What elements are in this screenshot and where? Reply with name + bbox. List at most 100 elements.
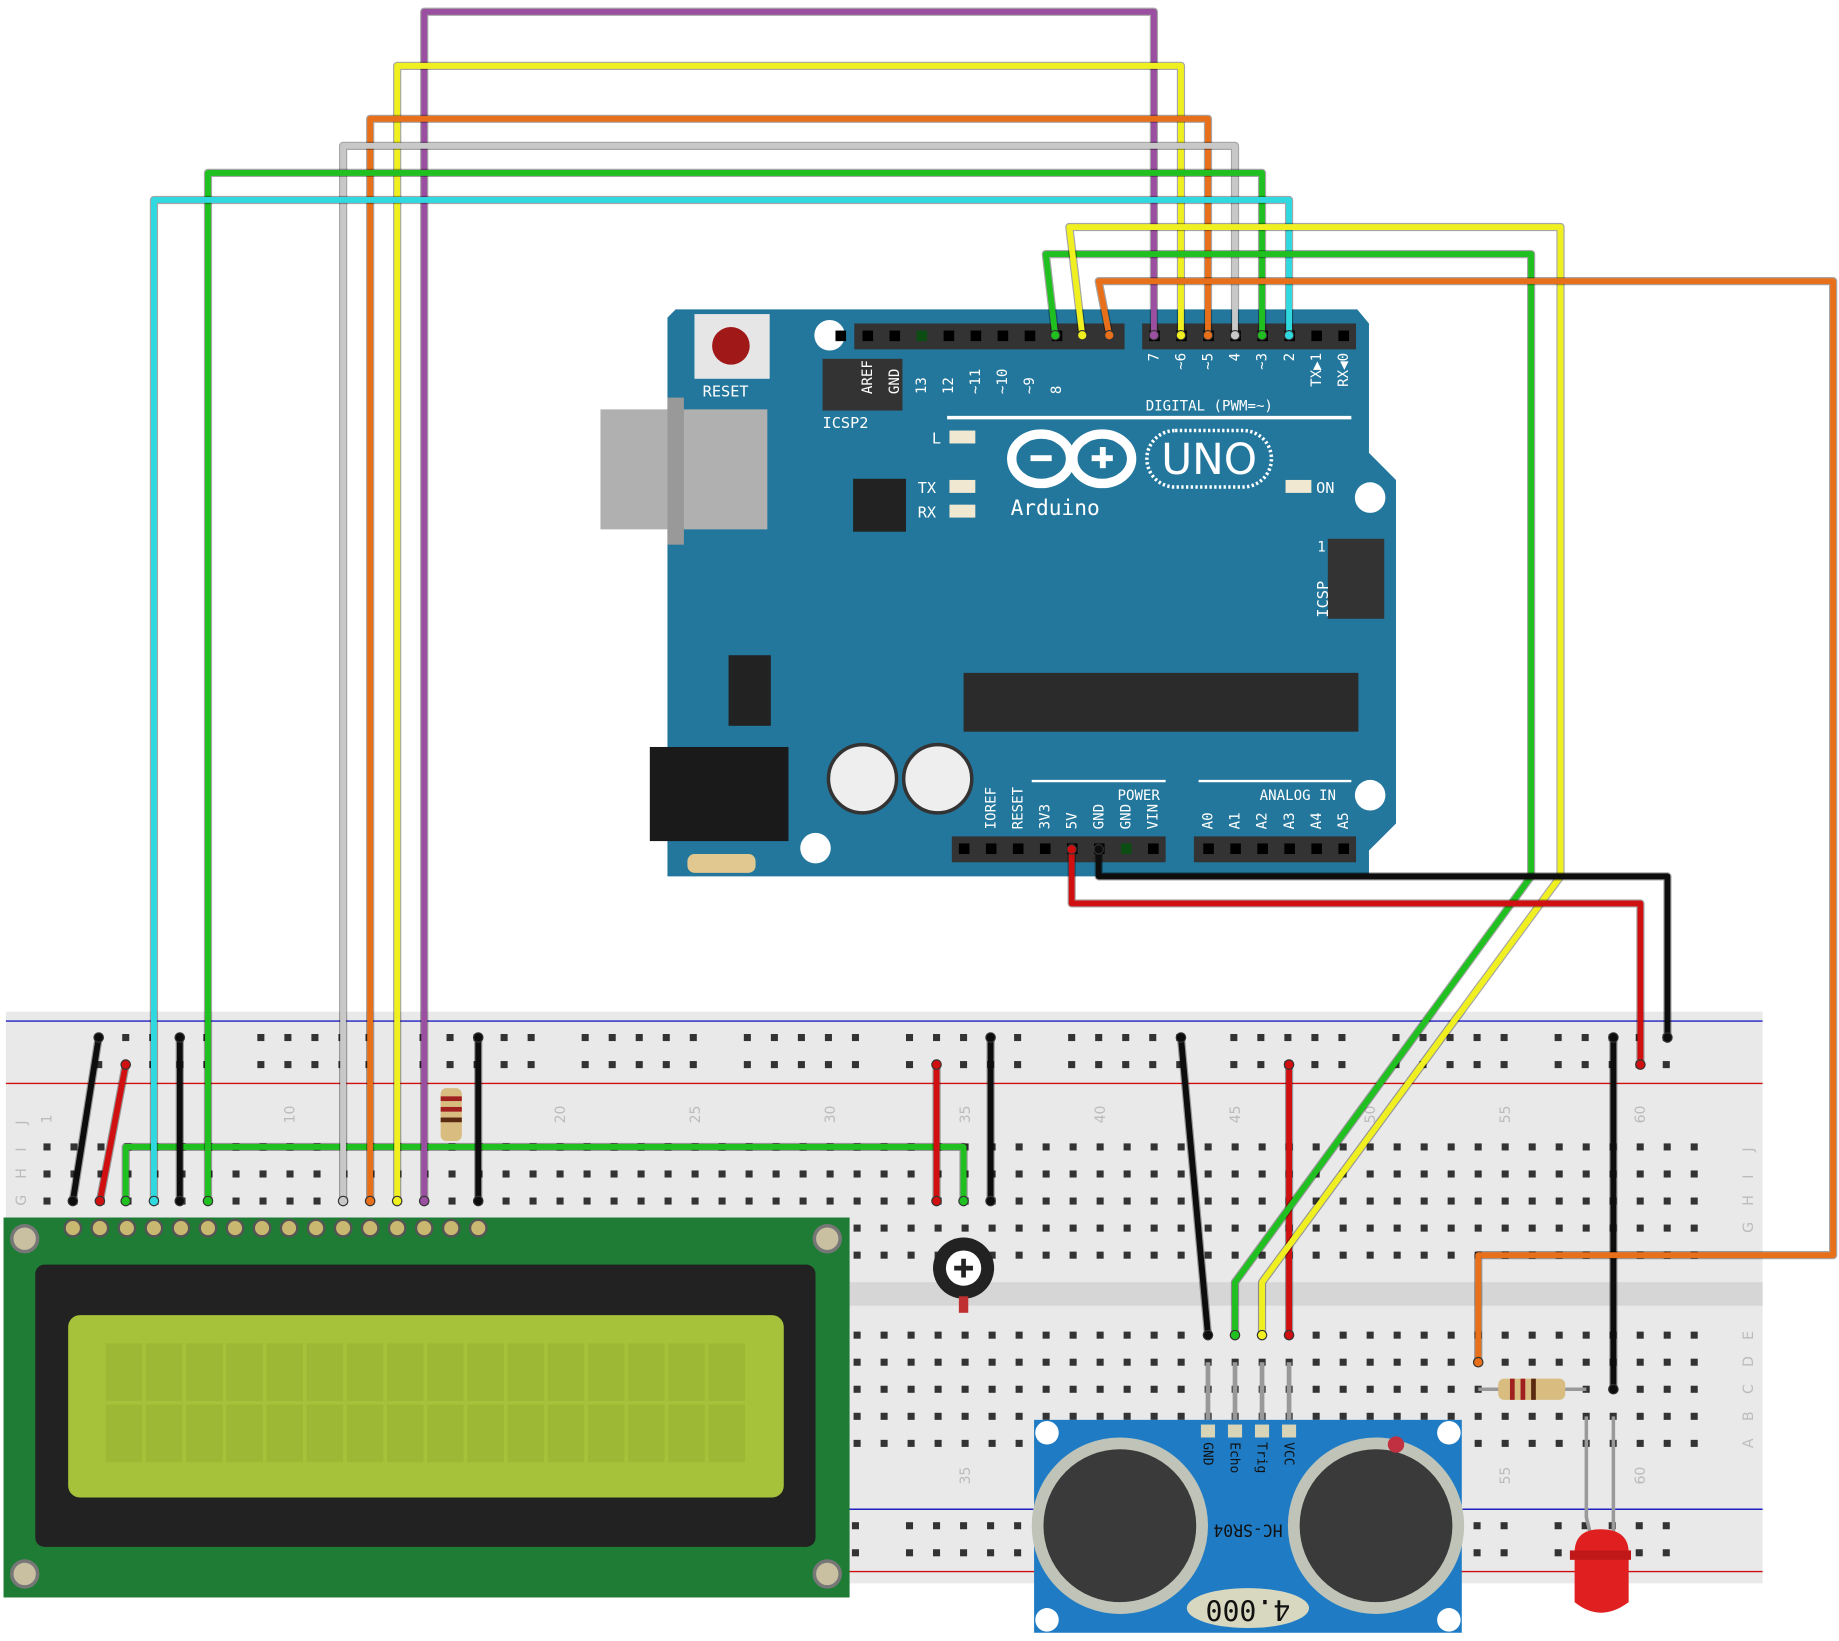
breadboard-hole bbox=[1231, 1170, 1239, 1178]
breadboard-hole bbox=[1069, 1197, 1077, 1205]
breadboard-hole bbox=[1555, 1170, 1563, 1178]
breadboard-hole bbox=[70, 1143, 78, 1151]
breadboard-hole bbox=[1096, 1385, 1104, 1393]
breadboard-hole bbox=[988, 1385, 996, 1393]
potentiometer[interactable] bbox=[933, 1237, 995, 1313]
breadboard-hole bbox=[1447, 1331, 1455, 1339]
rail-hole bbox=[1473, 1034, 1481, 1042]
rail-hole bbox=[1257, 1061, 1265, 1069]
lcd-pin bbox=[279, 1218, 299, 1238]
breadboard-hole bbox=[853, 1412, 861, 1420]
resistor-band bbox=[440, 1096, 462, 1102]
lcd-pin bbox=[387, 1218, 407, 1238]
resistor-band bbox=[440, 1117, 462, 1123]
wire-end bbox=[1076, 329, 1088, 341]
breadboard-hole bbox=[1339, 1224, 1347, 1232]
pin-label: ~11 bbox=[968, 369, 984, 394]
sensor-pin-leads bbox=[1205, 1362, 1292, 1430]
rail-hole bbox=[1446, 1061, 1454, 1069]
rail-hole bbox=[608, 1034, 616, 1042]
lcd-pin bbox=[414, 1218, 434, 1238]
sensor-dot bbox=[1387, 1436, 1405, 1453]
breadboard-hole bbox=[1231, 1197, 1239, 1205]
reset-button-cap[interactable] bbox=[712, 327, 750, 365]
lcd-char-cell bbox=[588, 1343, 625, 1402]
breadboard-hole bbox=[1096, 1331, 1104, 1339]
header-pin bbox=[1230, 843, 1241, 855]
breadboard-hole bbox=[610, 1197, 618, 1205]
mount-hole bbox=[1354, 482, 1386, 513]
rail-hole bbox=[933, 1522, 941, 1530]
breadboard-hole bbox=[1690, 1439, 1698, 1447]
sensor-pin-pad bbox=[1282, 1424, 1297, 1438]
breadboard-hole bbox=[1636, 1197, 1644, 1205]
wire-end bbox=[931, 1195, 942, 1207]
breadboard-hole bbox=[1420, 1331, 1428, 1339]
wire-end bbox=[1635, 1059, 1646, 1070]
lcd-char-cell bbox=[226, 1404, 263, 1463]
lcd-pin bbox=[144, 1218, 164, 1238]
breadboard-hole bbox=[1555, 1143, 1563, 1151]
wire-end bbox=[418, 1195, 430, 1207]
row-letter: G bbox=[1741, 1222, 1757, 1233]
breadboard-hole bbox=[907, 1358, 915, 1366]
header-pin bbox=[1311, 330, 1322, 342]
rail-hole bbox=[1095, 1034, 1103, 1042]
breadboard-hole bbox=[853, 1170, 861, 1178]
rail-hole bbox=[608, 1061, 616, 1069]
breadboard-hole bbox=[1501, 1412, 1509, 1420]
rail-hole bbox=[1122, 1034, 1130, 1042]
lcd-char-cell bbox=[266, 1343, 303, 1402]
wire-end bbox=[1148, 329, 1160, 341]
power-label: POWER bbox=[1118, 788, 1161, 804]
breadboard-hole bbox=[1339, 1251, 1347, 1259]
digital-label: DIGITAL (PWM=~) bbox=[1146, 399, 1273, 415]
breadboard-hole bbox=[1663, 1197, 1671, 1205]
lcd-pin bbox=[252, 1218, 272, 1238]
wire-end bbox=[985, 1195, 996, 1207]
wire-end bbox=[1066, 844, 1077, 855]
wire bbox=[1095, 278, 1837, 1366]
breadboard-hole bbox=[1015, 1197, 1023, 1205]
pin-label: GND bbox=[1118, 804, 1134, 829]
breadboard-hole bbox=[1042, 1412, 1050, 1420]
icsp2-label: ICSP2 bbox=[823, 414, 869, 432]
breadboard-hole bbox=[1204, 1197, 1212, 1205]
lcd-char-cell bbox=[467, 1343, 504, 1402]
pin-label: ~3 bbox=[1255, 353, 1271, 370]
lcd-pins bbox=[63, 1218, 488, 1238]
wire bbox=[1068, 846, 1644, 1068]
row-letter: G bbox=[14, 1195, 30, 1206]
breadboard-hole bbox=[1474, 1197, 1482, 1205]
capacitor bbox=[826, 742, 899, 815]
breadboard-hole bbox=[1663, 1224, 1671, 1232]
breadboard-hole bbox=[853, 1331, 861, 1339]
resistor-body bbox=[440, 1088, 462, 1142]
wire-end bbox=[1049, 329, 1061, 341]
sensor-pin-label: GND bbox=[1199, 1442, 1214, 1465]
breadboard-hole bbox=[691, 1197, 699, 1205]
digital-header-right bbox=[1142, 323, 1357, 350]
breadboard-hole bbox=[745, 1170, 753, 1178]
breadboard-hole bbox=[286, 1197, 294, 1205]
pin-label: AREF bbox=[860, 360, 876, 394]
lcd-char-cell bbox=[547, 1343, 585, 1402]
header-pin bbox=[985, 843, 997, 855]
breadboard-hole bbox=[1123, 1251, 1131, 1259]
breadboard-hole bbox=[1177, 1224, 1185, 1232]
breadboard-hole bbox=[1015, 1143, 1023, 1151]
breadboard-hole bbox=[1393, 1224, 1401, 1232]
header-pin bbox=[943, 330, 955, 342]
breadboard-hole bbox=[1447, 1251, 1455, 1259]
icsp-pin1-label: 1 bbox=[1317, 540, 1325, 556]
breadboard-hole bbox=[1177, 1197, 1185, 1205]
breadboard-hole bbox=[1393, 1412, 1401, 1420]
breadboard-hole bbox=[1123, 1143, 1131, 1151]
breadboard-hole bbox=[1528, 1358, 1536, 1366]
lcd-pin bbox=[117, 1218, 137, 1238]
breadboard-hole bbox=[1150, 1170, 1158, 1178]
header-pin bbox=[958, 843, 970, 855]
header-pin bbox=[916, 330, 928, 342]
breadboard-hole bbox=[1042, 1385, 1050, 1393]
